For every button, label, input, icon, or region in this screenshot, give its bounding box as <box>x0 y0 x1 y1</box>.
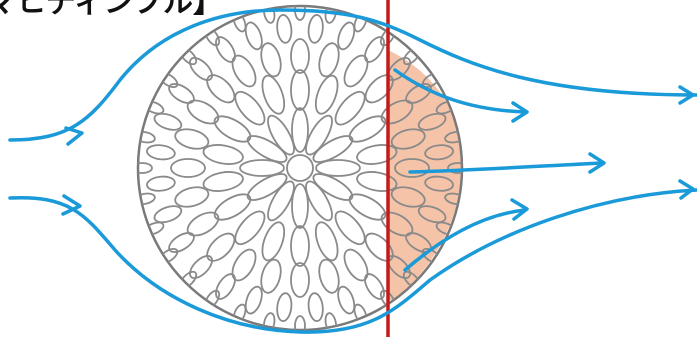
dimple <box>291 226 309 266</box>
dimple <box>307 292 324 321</box>
dimple <box>262 2 276 24</box>
dimple <box>202 70 239 107</box>
dimple <box>340 246 373 284</box>
dimple <box>134 192 156 206</box>
arrowhead-incoming-upper <box>66 128 82 144</box>
dimple <box>146 175 175 192</box>
dimple <box>202 169 245 194</box>
dimple <box>361 34 388 65</box>
dimple <box>212 271 239 302</box>
dimple <box>202 229 239 266</box>
dimple <box>186 252 216 282</box>
dimple <box>276 292 293 321</box>
dimple <box>228 52 261 90</box>
dimple <box>401 46 422 67</box>
dimple <box>178 269 199 290</box>
dimple-center <box>287 155 313 181</box>
dimple <box>171 159 205 177</box>
dimple <box>340 52 373 90</box>
dimple <box>346 111 390 147</box>
dimple <box>202 142 245 167</box>
dimple <box>166 80 197 107</box>
dimple <box>178 46 199 67</box>
dimple <box>211 189 255 225</box>
dimple <box>146 144 175 161</box>
dimple <box>291 39 309 73</box>
flow-arrowheads <box>63 87 693 219</box>
dimple <box>211 111 255 147</box>
dimple <box>346 189 390 225</box>
dimple <box>228 246 261 284</box>
dimple <box>307 14 324 43</box>
dimple <box>291 263 309 297</box>
dimple <box>134 130 156 144</box>
dimple <box>184 96 222 129</box>
dimple <box>361 271 388 302</box>
dimple <box>186 54 216 84</box>
dimple <box>212 34 239 65</box>
dimple <box>184 208 222 241</box>
dimple <box>291 70 309 110</box>
dimple <box>132 163 152 173</box>
dimple <box>276 14 293 43</box>
dimple <box>166 229 197 256</box>
